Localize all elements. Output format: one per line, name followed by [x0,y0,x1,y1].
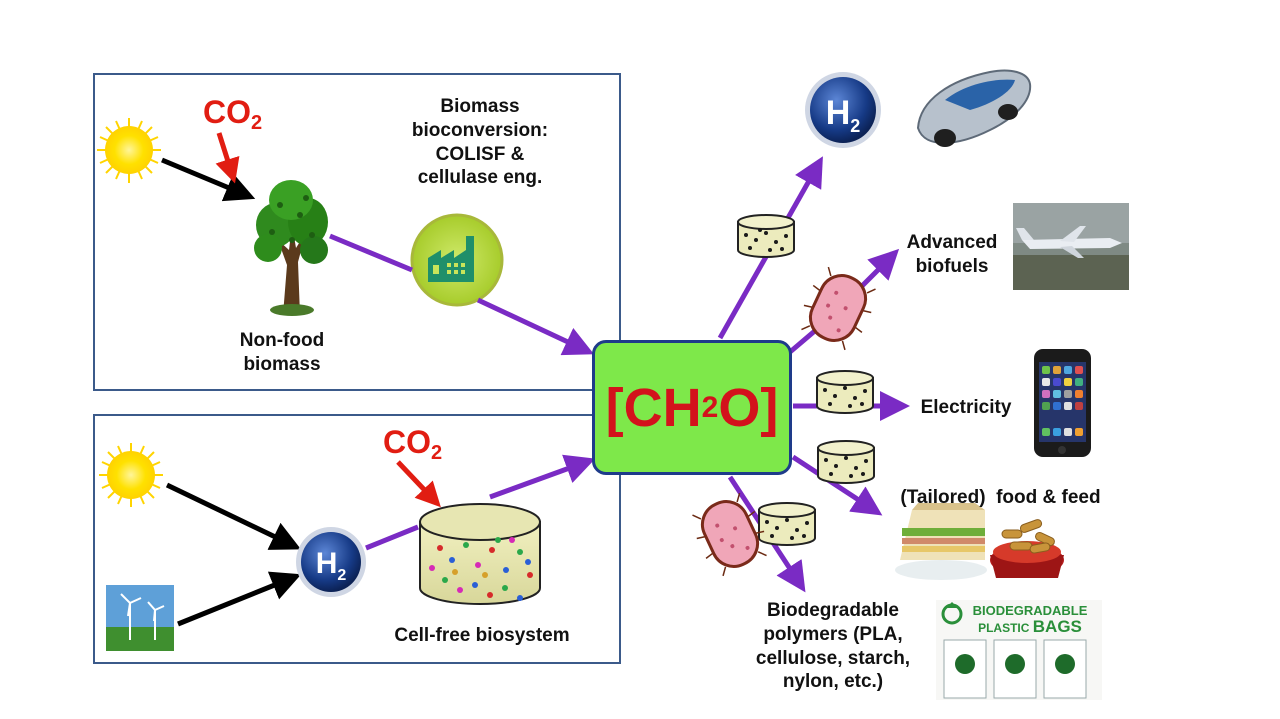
bioconversion-label: Biomass bioconversion: COLISF & cellulas… [411,96,549,189]
hydrogen-label: H2 [315,547,347,584]
non-food-biomass-label: Non-food biomass [239,330,325,375]
sun-icon [97,118,161,183]
tree-to-factory-arrow [329,233,413,273]
bags-title: BIODEGRADABLE PLASTIC BAGS [972,603,1088,636]
enzyme-cylinder-icon [737,214,795,258]
hydrogen-output-label: H2 [825,94,861,136]
tree-icon [254,180,328,316]
cell-free-biosystem-label: Cell-free biosystem [394,625,570,646]
enzyme-cylinder-icon [817,440,875,484]
enzyme-cylinder-icon [816,370,874,414]
sandwich-photo [895,503,987,580]
wind-turbine-icon [106,585,174,651]
cellfree-to-center-arrow [489,454,596,500]
smartphone-icon [1034,349,1091,457]
bioreactor-icon [419,503,541,605]
hydrogen-car-icon [916,69,1032,147]
co2-arrow [396,460,441,508]
airplane-photo [1013,203,1129,290]
factory-to-center-arrow [476,297,595,356]
h2-to-cellfree-arrow [365,524,419,551]
factory-icon [410,213,504,307]
sunlight-arrow [161,157,256,202]
food-and-feed-label: (Tailored) food & feed [900,487,1101,508]
electricity-label: Electricity [920,397,1012,418]
sunlight-arrow [165,482,302,550]
recycle-icon [941,602,963,625]
co2-arrow [215,132,240,184]
enzyme-cylinder-icon [758,502,816,546]
wind-arrow [177,571,302,627]
pet-food-bowl-photo [990,519,1064,578]
biodegradable-polymers-label: Biodegradable polymers (PLA, cellulose, … [755,600,911,693]
microbe-icon [801,266,876,351]
sun-icon [99,443,163,507]
co2-label: CO2 [203,94,263,134]
center-to-food-arrow [791,454,883,516]
hydrogen-sphere-icon [296,527,366,597]
top-panel [93,73,621,391]
biodegradable-bags-photo [936,600,1102,700]
hydrogen-sphere-icon [805,72,881,148]
co2-label: CO2 [383,424,443,464]
advanced-biofuels-label: Advanced biofuels [906,232,998,277]
microbe-icon [692,492,767,577]
